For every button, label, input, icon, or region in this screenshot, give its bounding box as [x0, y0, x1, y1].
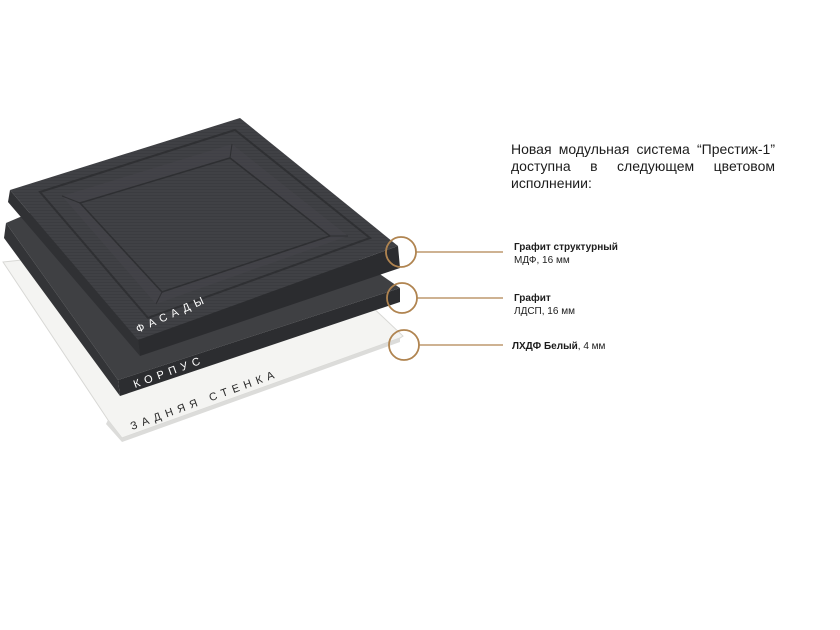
callout-carcass	[386, 282, 503, 314]
legend-carcass-name: Графит	[514, 293, 551, 304]
legend-carcass: Графит ЛДСП, 16 мм	[514, 292, 575, 318]
legend-facade: Графит структурный МДФ, 16 мм	[514, 241, 618, 267]
intro-text: Новая модульная система “Престиж-1” дост…	[511, 141, 775, 191]
callout-back-panel	[388, 329, 503, 361]
legend-carcass-spec: ЛДСП, 16 мм	[514, 306, 575, 317]
legend-back-panel-spec: , 4 мм	[577, 341, 606, 352]
legend-facade-name: Графит структурный	[514, 242, 618, 253]
facade-panel-layer	[8, 118, 400, 356]
legend-back-panel-name: ЛХДФ Белый	[512, 341, 578, 352]
legend-back-panel: ЛХДФ Белый, 4 мм	[512, 340, 605, 353]
legend-facade-spec: МДФ, 16 мм	[514, 255, 570, 266]
callout-facade	[385, 236, 503, 268]
